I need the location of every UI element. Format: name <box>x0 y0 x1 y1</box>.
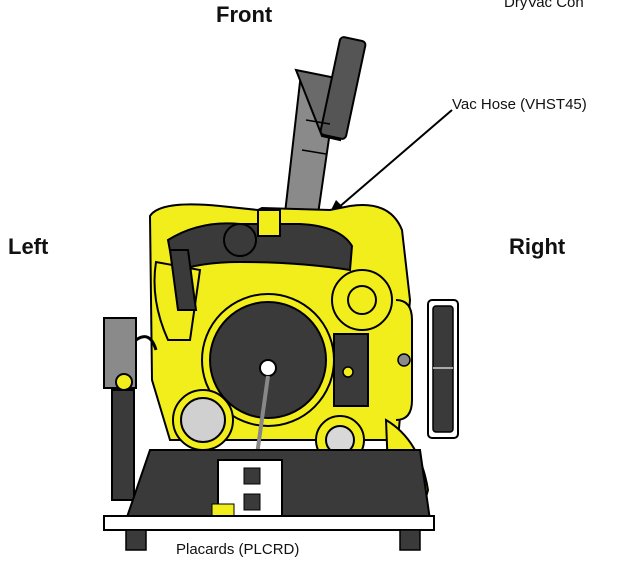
front-label: Front <box>216 2 273 27</box>
right-label: Right <box>509 234 566 259</box>
vac-hose-callout: Vac Hose (VHST45) <box>452 96 587 113</box>
left-label: Left <box>8 234 49 259</box>
placards-callout: Placards (PLCRD) <box>176 541 300 558</box>
left-side-components <box>103 317 158 501</box>
right-side-components <box>395 299 459 439</box>
placards-area <box>103 449 435 551</box>
vac-hose <box>282 36 367 230</box>
header-corner-text: DryVac Con <box>504 0 584 11</box>
